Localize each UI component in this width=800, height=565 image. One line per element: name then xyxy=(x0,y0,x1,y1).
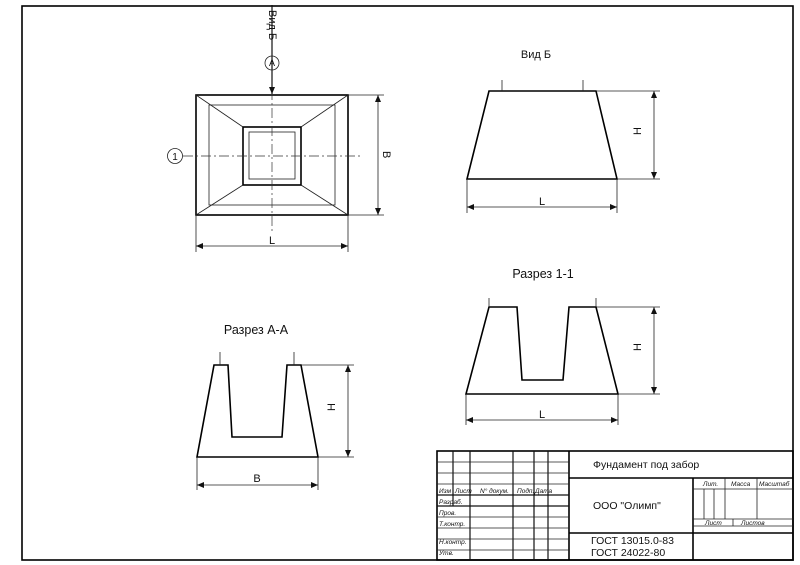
plan-view-label: Вид Б xyxy=(266,10,278,40)
tb-row-razrab: Разраб. xyxy=(439,498,463,506)
section-1-1: Разрез 1-1 L H xyxy=(464,267,660,425)
section-a-a: Разрез А-А B H xyxy=(196,323,354,490)
view-b-dim-height: H xyxy=(632,127,644,135)
plan-dim-depth: B xyxy=(380,151,392,158)
tb-col-date: Дата xyxy=(534,488,553,495)
tb-lit: Лит. xyxy=(702,481,718,488)
standard-2: ГОСТ 24022-80 xyxy=(591,547,665,559)
standard-1: ГОСТ 13015.0-83 xyxy=(591,535,674,547)
view-b-dim-width: L xyxy=(539,196,545,208)
tb-mass: Масса xyxy=(731,481,751,488)
section-11-title: Разрез 1-1 xyxy=(512,267,573,281)
tb-scale: Масштаб xyxy=(759,480,790,488)
tb-col-izm: Изм xyxy=(439,488,452,495)
tb-col-sign: Подп. xyxy=(517,487,534,495)
section-aa-dim-width: B xyxy=(253,473,260,485)
tb-sheet: Лист xyxy=(704,520,722,527)
tb-row-tkontr: Т.контр. xyxy=(439,521,465,528)
drawing-title: Фундамент под забор xyxy=(593,459,699,471)
title-block: Изм Лист N° докум. Подп. Дата Разраб. Пр… xyxy=(436,450,794,561)
section-11-dim-width: L xyxy=(539,409,545,421)
callout-1: 1 xyxy=(172,152,178,163)
plan-view: Вид Б А 1 L B xyxy=(167,5,392,252)
plan-dim-width: L xyxy=(269,235,275,247)
view-b-title: Вид Б xyxy=(521,49,551,61)
tb-col-doc: N° докум. xyxy=(480,487,509,495)
section-11-dim-height: H xyxy=(632,343,644,351)
tb-row-nkontr: Н.контр. xyxy=(439,539,467,546)
organization: ООО "Олимп" xyxy=(593,500,661,512)
tb-row-prov: Пров. xyxy=(439,510,456,517)
tb-row-utv: Утв. xyxy=(438,550,454,557)
sheet-border xyxy=(21,5,794,561)
view-b: Вид Б L H xyxy=(465,49,660,213)
section-aa-title: Разрез А-А xyxy=(224,323,289,337)
section-mark-a: А xyxy=(269,58,275,68)
tb-sheets: Листов xyxy=(740,520,765,527)
section-aa-dim-height: H xyxy=(326,403,338,411)
tb-col-list: Лист xyxy=(454,488,472,495)
